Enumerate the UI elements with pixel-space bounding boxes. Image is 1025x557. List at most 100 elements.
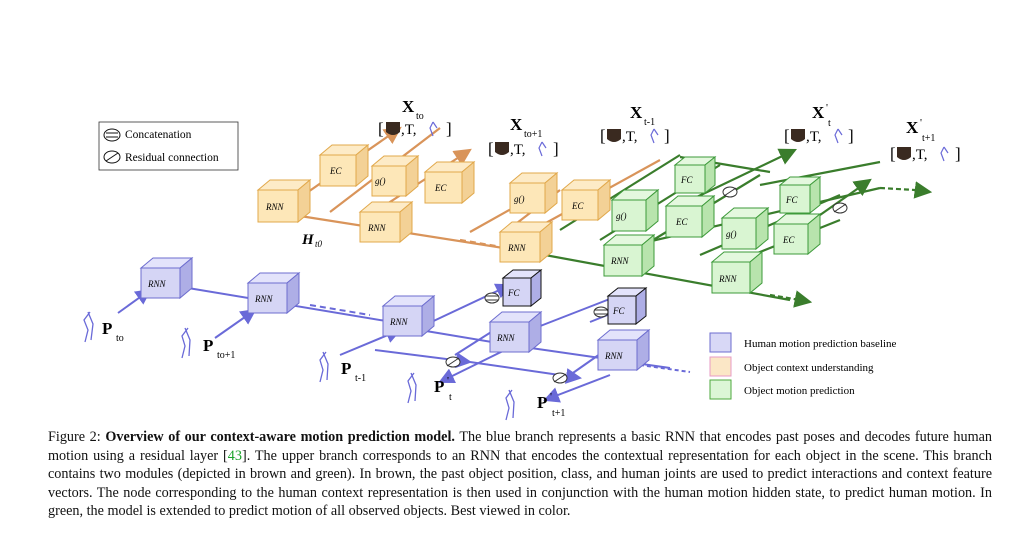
- svg-text:[: [: [890, 144, 896, 163]
- svg-text:RNN: RNN: [610, 256, 630, 266]
- caption-body-1: The blue branch represents a basic RNN t…: [48, 429, 993, 464]
- concatenation-label: Concatenation: [125, 129, 192, 141]
- caption-fig-label: Figure 2:: [48, 429, 101, 445]
- object-label-1: X to+1 [ ,T, ]: [488, 115, 559, 158]
- human-pose-icon: [83, 311, 94, 343]
- svg-text:FC: FC: [507, 288, 520, 298]
- svg-text:to: to: [116, 333, 124, 344]
- legend-green-label: Object motion prediction: [744, 385, 855, 397]
- svg-text:EC: EC: [571, 201, 584, 211]
- pose-label: P: [102, 319, 112, 338]
- human-pose-icon: [650, 128, 659, 144]
- svg-text:g(): g(): [514, 194, 525, 204]
- svg-text:RNN: RNN: [265, 202, 285, 212]
- svg-text:FC: FC: [612, 306, 625, 316]
- svg-text:to: to: [416, 111, 424, 122]
- caption-body-2: ]. The upper branch corresponds to an RN…: [48, 447, 992, 520]
- pose-label: P: [203, 336, 213, 355]
- rnn-box-blue: RNN: [596, 328, 651, 372]
- svg-text:': ': [826, 102, 828, 114]
- rnn-box-green: RNN: [710, 250, 764, 295]
- pose-label: P: [434, 377, 444, 396]
- legend-blue-label: Human motion prediction baseline: [744, 338, 897, 350]
- legend-orange-label: Object context understanding: [744, 362, 874, 374]
- svg-text:RNN: RNN: [389, 317, 409, 327]
- svg-text:to+1: to+1: [524, 129, 542, 140]
- svg-text:[: [: [600, 126, 606, 145]
- svg-text:,T,: ,T,: [912, 147, 928, 163]
- svg-text:RNN: RNN: [718, 274, 738, 284]
- human-pose-icon: [505, 389, 515, 421]
- residual-node: [832, 202, 848, 214]
- ec-box-orange: EC: [560, 178, 612, 222]
- human-pose-icon: [407, 372, 417, 404]
- fc-box-blue: FC: [606, 286, 648, 326]
- residual-icon: [103, 150, 121, 164]
- svg-text:RNN: RNN: [254, 294, 274, 304]
- svg-text:': ': [447, 375, 449, 387]
- caption-title: Overview of our context-aware motion pre…: [105, 429, 455, 445]
- pose-text: P to P to+1 P t-1 P ' t P ' t+1: [102, 319, 565, 419]
- svg-text:t+1: t+1: [922, 133, 935, 144]
- svg-text:EC: EC: [434, 183, 447, 193]
- residual-node: [722, 186, 738, 198]
- fc-box-blue: FC: [501, 268, 543, 308]
- svg-text:t-1: t-1: [355, 373, 366, 384]
- svg-text:RNN: RNN: [367, 223, 387, 233]
- rnn-box-blue: RNN: [139, 256, 194, 300]
- svg-text:': ': [550, 391, 552, 403]
- svg-text:[: [: [378, 119, 384, 138]
- svg-text:t-1: t-1: [644, 117, 655, 128]
- human-pose-icon: [834, 128, 843, 144]
- residual-node: [552, 372, 568, 384]
- svg-text:]: ]: [664, 126, 670, 145]
- concatenation-icon: [103, 128, 121, 142]
- human-pose-icon: [319, 351, 329, 383]
- rnn-box-blue: RNN: [488, 310, 543, 354]
- svg-text:FC: FC: [785, 195, 798, 205]
- pose-labels: [83, 311, 515, 421]
- svg-text:X: X: [402, 97, 415, 116]
- g-box-green: g(): [610, 188, 660, 233]
- svg-text:X: X: [906, 118, 919, 137]
- svg-text:t0: t0: [315, 239, 323, 249]
- residual-node: [445, 356, 461, 368]
- green-boxes: FC g() EC RNN FC: [602, 155, 822, 295]
- human-pose-icon: [181, 327, 191, 359]
- residual-label: Residual connection: [125, 152, 219, 164]
- svg-text:RNN: RNN: [147, 279, 167, 289]
- svg-text:g(): g(): [616, 211, 627, 221]
- caption-citation[interactable]: 43: [227, 447, 242, 464]
- fc-box-green: FC: [778, 175, 822, 215]
- human-pose-icon: [940, 146, 949, 162]
- rnn-box-blue: RNN: [381, 294, 436, 338]
- rnn-box-blue: RNN: [246, 271, 301, 315]
- cup-icon: [386, 122, 400, 135]
- orange-boxes: RNN EC g() EC RNN: [256, 143, 612, 264]
- svg-text:]: ]: [553, 139, 559, 158]
- ec-box-orange: EC: [318, 143, 370, 188]
- model-diagram: Concatenation Residual connection: [83, 97, 961, 421]
- ec-box-orange: EC: [423, 160, 476, 205]
- svg-text:EC: EC: [329, 166, 342, 176]
- svg-text:EC: EC: [675, 217, 688, 227]
- rnn-box-green: RNN: [602, 233, 656, 278]
- fc-box-green: FC: [673, 155, 717, 195]
- concat-node: [484, 292, 500, 304]
- svg-text:,T,: ,T,: [510, 142, 526, 158]
- human-pose-icon: [429, 121, 438, 137]
- svg-text:[: [: [488, 139, 494, 158]
- object-labels: X to [ ,T, ] X to+1 [ ,T, ] X t-1 [ ,T, …: [378, 97, 961, 163]
- svg-text:RNN: RNN: [604, 351, 624, 361]
- hidden-state-label: H t0: [301, 232, 323, 249]
- svg-text:t: t: [449, 392, 452, 403]
- op-nodes: [445, 186, 848, 384]
- cup-icon: [791, 129, 805, 142]
- human-pose-icon: [538, 141, 547, 157]
- cup-icon: [607, 129, 621, 142]
- svg-text:X: X: [630, 103, 643, 122]
- object-label-0: X to [ ,T, ]: [378, 97, 452, 138]
- object-label-4: X ' t+1 [ ,T, ]: [890, 117, 961, 163]
- blue-boxes: RNN RNN RNN FC RNN: [139, 256, 651, 372]
- svg-text:to+1: to+1: [217, 350, 235, 361]
